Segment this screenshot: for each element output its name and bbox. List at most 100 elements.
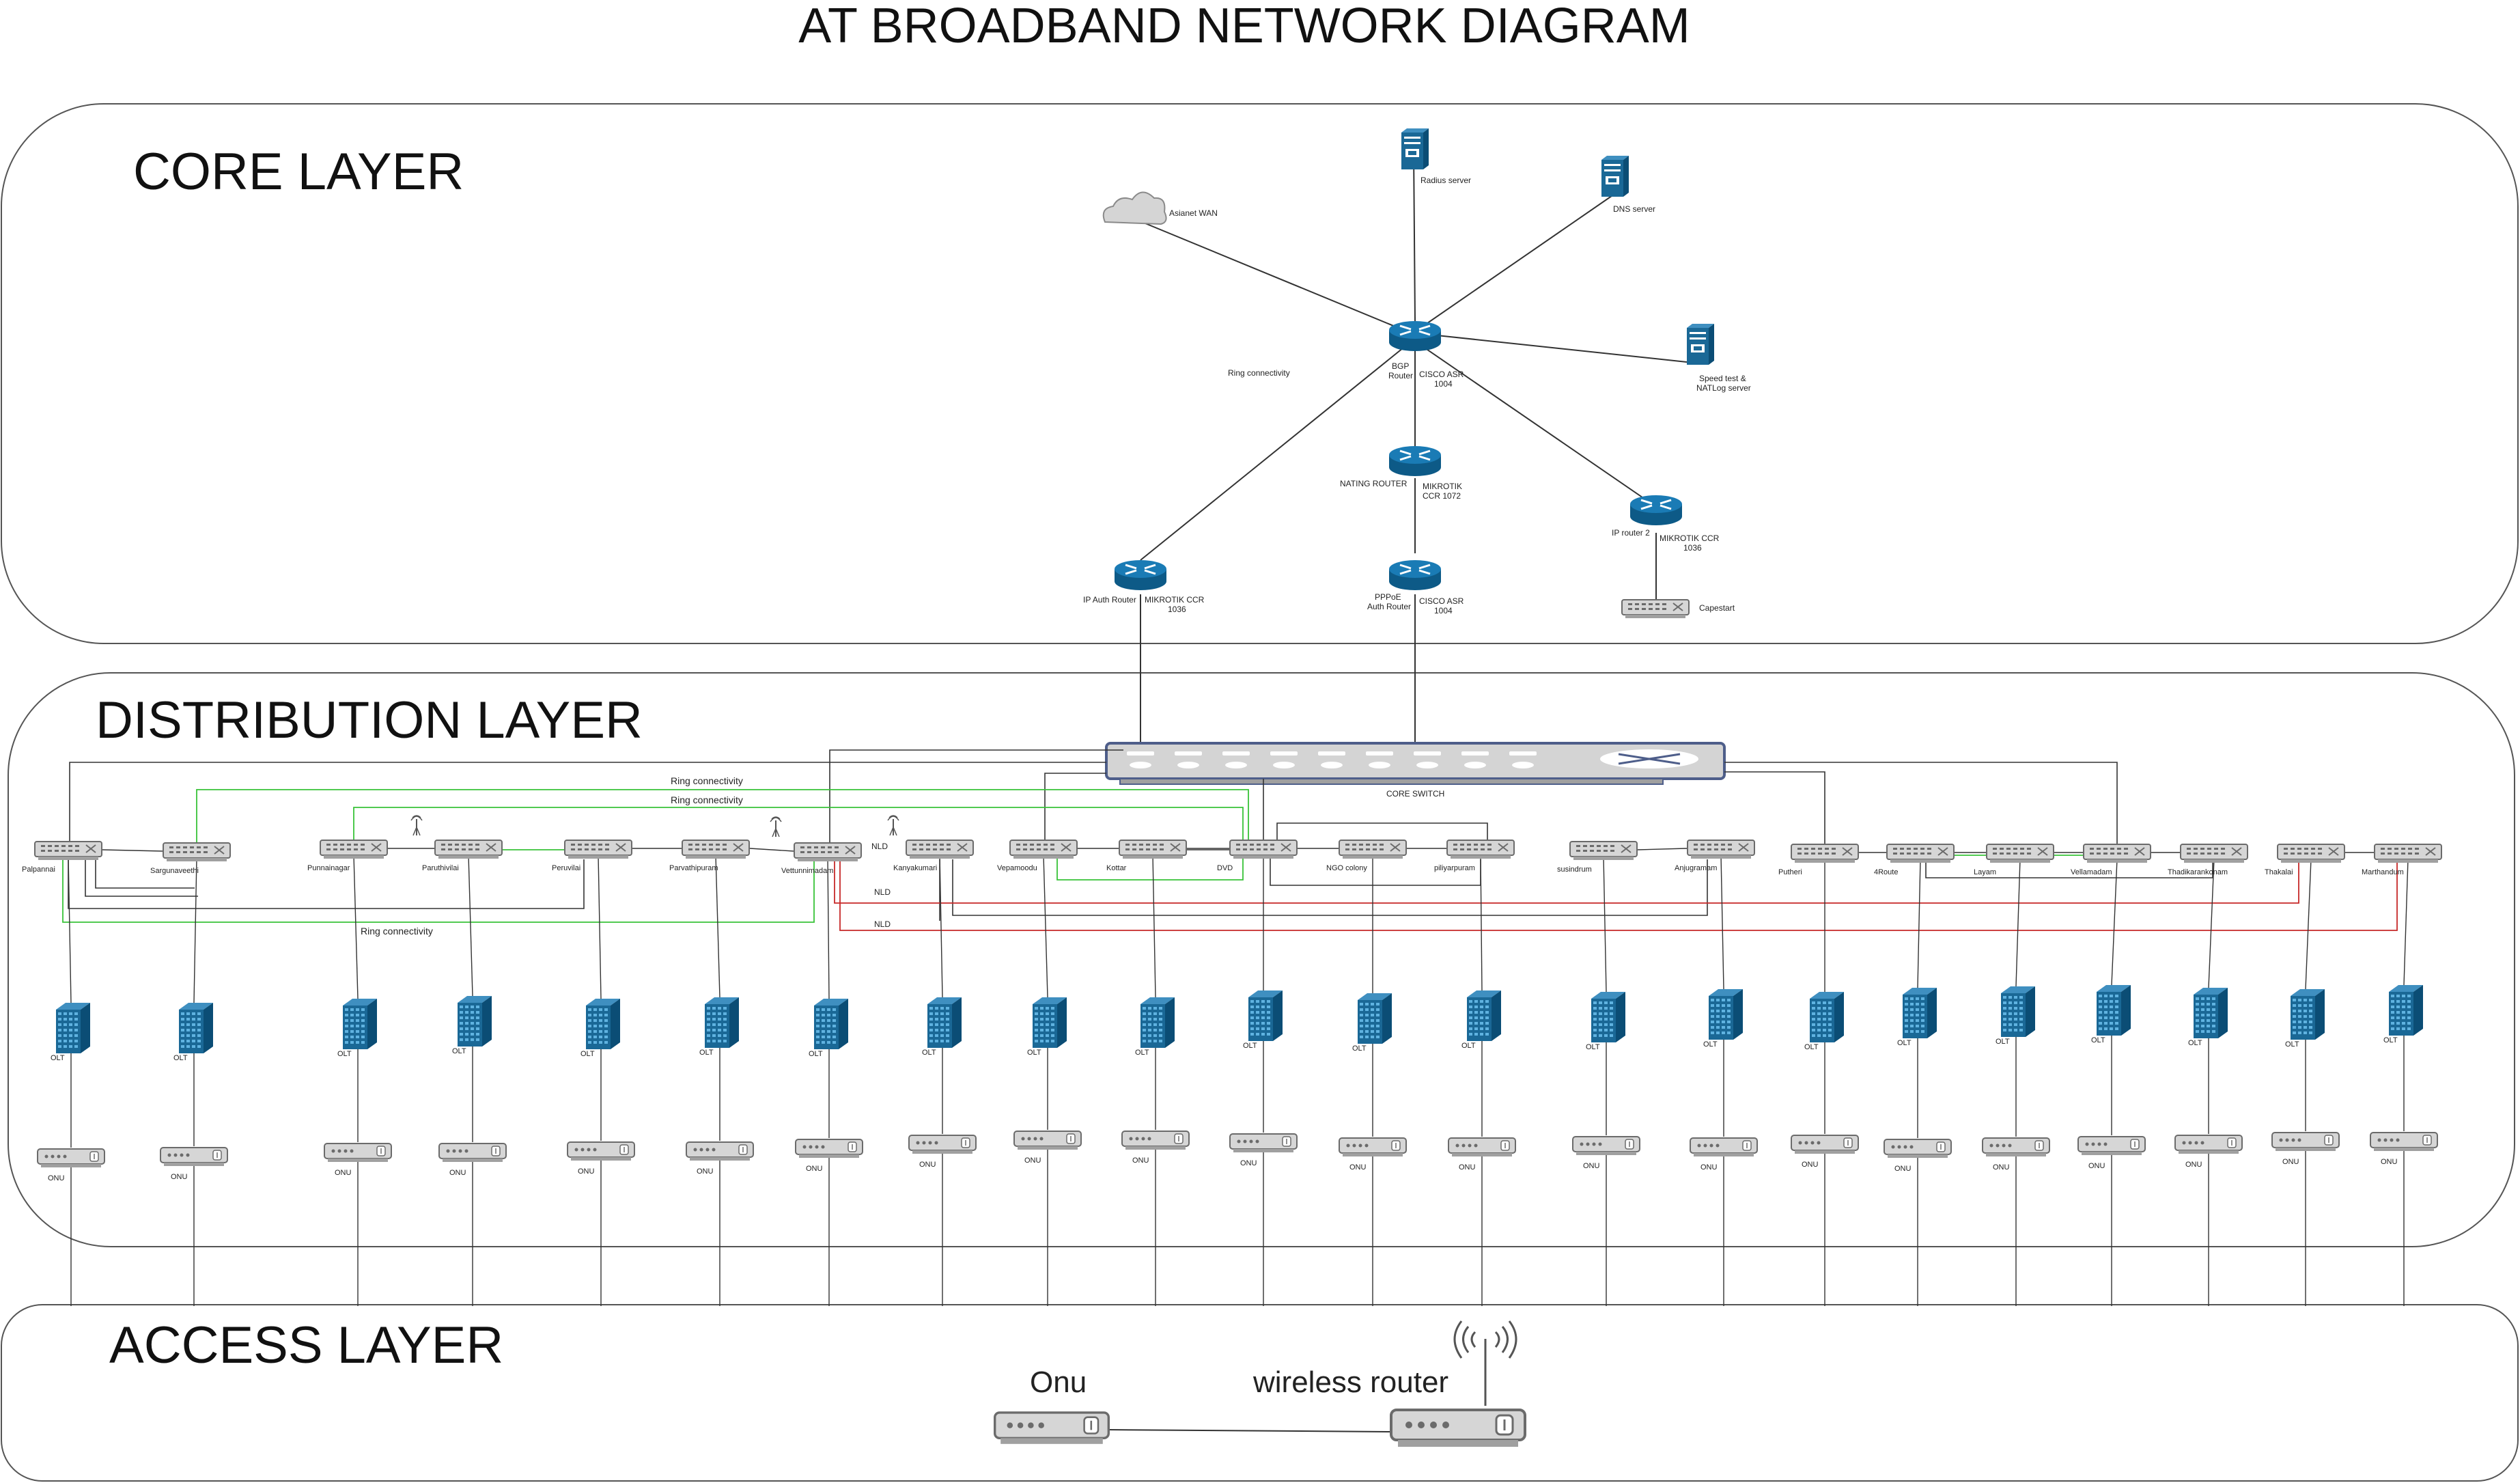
olt-label: OLT — [1027, 1049, 1041, 1057]
olt-label: OLT — [2383, 1036, 2398, 1044]
uplink — [939, 855, 943, 998]
olt-icon — [1358, 993, 1392, 1044]
olt-label: OLT — [1243, 1042, 1257, 1050]
access-layer-title: ACCESS LAYER — [109, 1316, 503, 1374]
core-layer-box — [1, 103, 2519, 644]
dark-link — [69, 762, 1106, 850]
olt-label: OLT — [1352, 1044, 1367, 1053]
onu-icon — [1339, 1137, 1407, 1157]
onu-label: ONU — [1700, 1163, 1718, 1172]
uplink — [68, 856, 72, 1003]
olt-icon — [1903, 988, 1937, 1038]
olt-label: OLT — [173, 1054, 188, 1062]
onu-icon — [324, 1143, 392, 1163]
dist-switch-icon — [1009, 840, 1078, 859]
dist-switch-icon — [682, 840, 750, 859]
core-switch — [1105, 742, 1726, 785]
onu-icon — [438, 1143, 507, 1163]
ip-router2-icon — [1629, 494, 1683, 526]
ring-link — [1056, 858, 1244, 881]
olt-label: OLT — [1703, 1040, 1718, 1049]
uplink — [2403, 859, 2409, 986]
onu-icon — [1690, 1137, 1758, 1157]
uplink — [353, 855, 359, 999]
onu-label: ONU — [48, 1174, 65, 1182]
ring-link — [353, 807, 1244, 844]
uplink — [1917, 859, 1921, 988]
site-label: NGO colony — [1326, 864, 1367, 872]
dist-switch-icon — [1687, 840, 1755, 859]
dist-switch-icon — [1986, 844, 2054, 863]
site-label: Palpannai — [22, 865, 55, 874]
onu-icon — [2370, 1132, 2438, 1152]
olt-label: OLT — [337, 1050, 352, 1058]
onu-icon — [1013, 1131, 1082, 1150]
onu-icon — [1121, 1131, 1190, 1150]
site-label: Punnainagar — [307, 864, 350, 872]
onu-icon — [1982, 1137, 2050, 1157]
ring-label-1: Ring connectivity — [671, 775, 743, 786]
olt-icon — [56, 1003, 90, 1053]
dark-link — [95, 859, 195, 889]
onu-label: ONU — [1894, 1165, 1912, 1173]
olt-label: OLT — [452, 1047, 466, 1055]
onu-label: ONU — [335, 1169, 352, 1177]
uplink — [468, 855, 473, 997]
wifi-signal-icon — [1453, 1320, 1517, 1359]
site-label: Paruthivilai — [422, 864, 459, 872]
dist-switch-icon — [1229, 840, 1298, 859]
olt-label: OLT — [51, 1054, 65, 1062]
capestart-switch-icon — [1621, 599, 1690, 619]
olt-icon — [2194, 988, 2228, 1038]
olt-label: OLT — [580, 1050, 595, 1058]
access-onu-label: Onu — [1030, 1366, 1087, 1399]
onu-icon — [1572, 1136, 1640, 1156]
nld-link — [839, 858, 2398, 931]
speedtest-server-icon — [1687, 324, 1714, 365]
site-label: Sargunaveethi — [150, 867, 199, 875]
site-label: Kanyakumari — [893, 864, 937, 872]
nld-label-3: NLD — [874, 919, 891, 929]
site-label: Layam — [1974, 868, 1996, 876]
uplink — [2015, 859, 2021, 987]
onu-icon — [2271, 1132, 2340, 1152]
antenna-icon — [410, 814, 423, 837]
ip-auth-router-icon — [1113, 559, 1168, 591]
wireless-router-icon — [1391, 1410, 1525, 1447]
onu-label: ONU — [1240, 1159, 1257, 1167]
olt-icon — [927, 997, 962, 1048]
dist-switch-icon — [1791, 844, 1859, 863]
uplink — [1603, 856, 1607, 993]
olt-icon — [2291, 989, 2325, 1040]
onu-label: ONU — [449, 1169, 466, 1177]
dist-switch-icon — [2277, 844, 2345, 863]
onu-icon — [1229, 1133, 1298, 1153]
wan-label: Asianet WAN — [1169, 208, 1218, 218]
onu-label: ONU — [1024, 1156, 1041, 1165]
olt-icon — [179, 1003, 213, 1053]
onu-label: ONU — [2088, 1162, 2105, 1170]
dist-switch-icon — [163, 842, 231, 862]
site-label: Peruvilai — [552, 864, 580, 872]
dark-link — [952, 859, 1708, 916]
olt-icon — [1248, 990, 1283, 1041]
distribution-layer-title: DISTRIBUTION LAYER — [96, 691, 643, 749]
site-label: Vellamadam — [2071, 868, 2112, 876]
neighbor-link — [102, 849, 163, 852]
onu-icon — [2077, 1136, 2146, 1156]
speedtest-label: Speed test &NATLog server — [1696, 374, 1751, 393]
onu-icon — [160, 1147, 228, 1167]
olt-label: OLT — [922, 1049, 936, 1057]
olt-label: OLT — [1586, 1043, 1600, 1051]
onu-label: ONU — [697, 1167, 714, 1176]
olt-icon — [814, 999, 848, 1049]
core-switch-label: CORE SWITCH — [1386, 789, 1444, 799]
onu-label: ONU — [806, 1165, 823, 1173]
onu-label: ONU — [2381, 1158, 2398, 1166]
olt-icon — [2097, 985, 2131, 1036]
onu-label: ONU — [1583, 1162, 1600, 1170]
antenna-icon — [886, 814, 900, 837]
